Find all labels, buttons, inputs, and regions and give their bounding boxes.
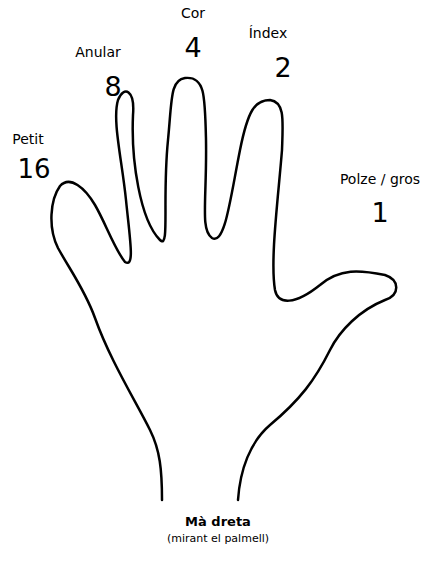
finger-name: Cor [181,6,205,21]
finger-name: Índex [249,26,288,41]
finger-name: Anular [75,45,121,60]
finger-value: 8 [104,72,121,102]
finger-value: 1 [371,198,388,228]
hand-outline [51,78,396,500]
finger-name: Petit [12,132,43,147]
caption: Mà dreta [185,515,251,529]
finger-name: Polze / gros [340,172,420,187]
finger-value: 16 [17,155,50,184]
finger-value: 4 [184,33,201,63]
finger-value: 2 [274,53,291,83]
subcaption: (mirant el palmell) [167,533,269,545]
